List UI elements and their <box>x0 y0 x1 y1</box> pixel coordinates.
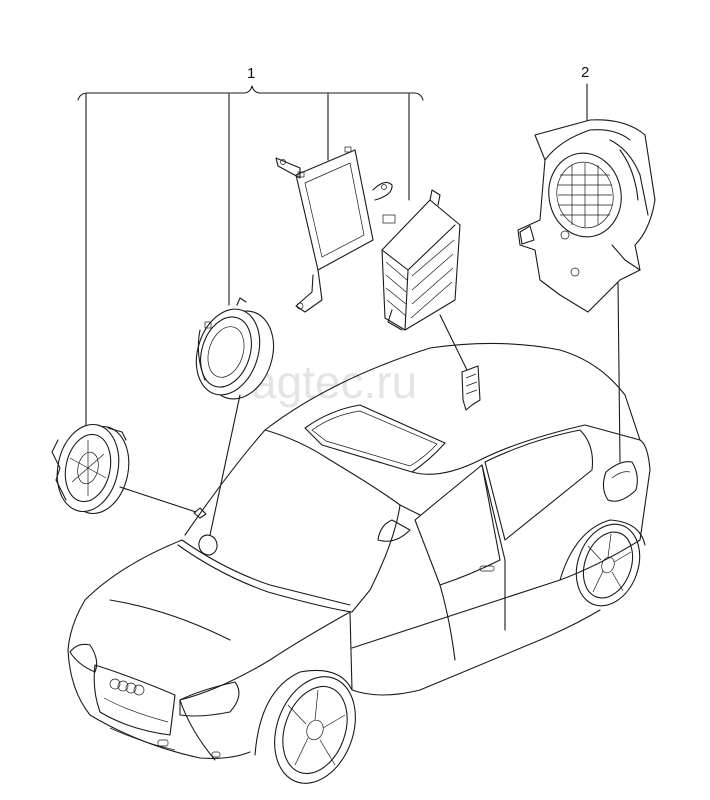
tweeter-ring <box>193 507 218 556</box>
amplifier-module <box>381 189 461 331</box>
subwoofer-enclosure <box>517 119 656 313</box>
leader-lines <box>119 282 621 536</box>
door-speaker <box>195 297 275 400</box>
bracket-frame <box>275 146 393 313</box>
brand-rings-emblem <box>109 678 145 696</box>
subwoofer-grille <box>558 163 612 227</box>
callout-2-label: 2 <box>581 64 589 81</box>
woofer-speaker <box>51 423 130 515</box>
front-wheel <box>254 669 356 784</box>
callout-1-label: 1 <box>247 65 255 82</box>
car-body <box>67 342 651 784</box>
rear-wheel <box>559 519 646 607</box>
connector-clip <box>461 365 481 411</box>
callout-1-bracket <box>77 85 424 433</box>
rear-trim-cover <box>602 461 638 502</box>
